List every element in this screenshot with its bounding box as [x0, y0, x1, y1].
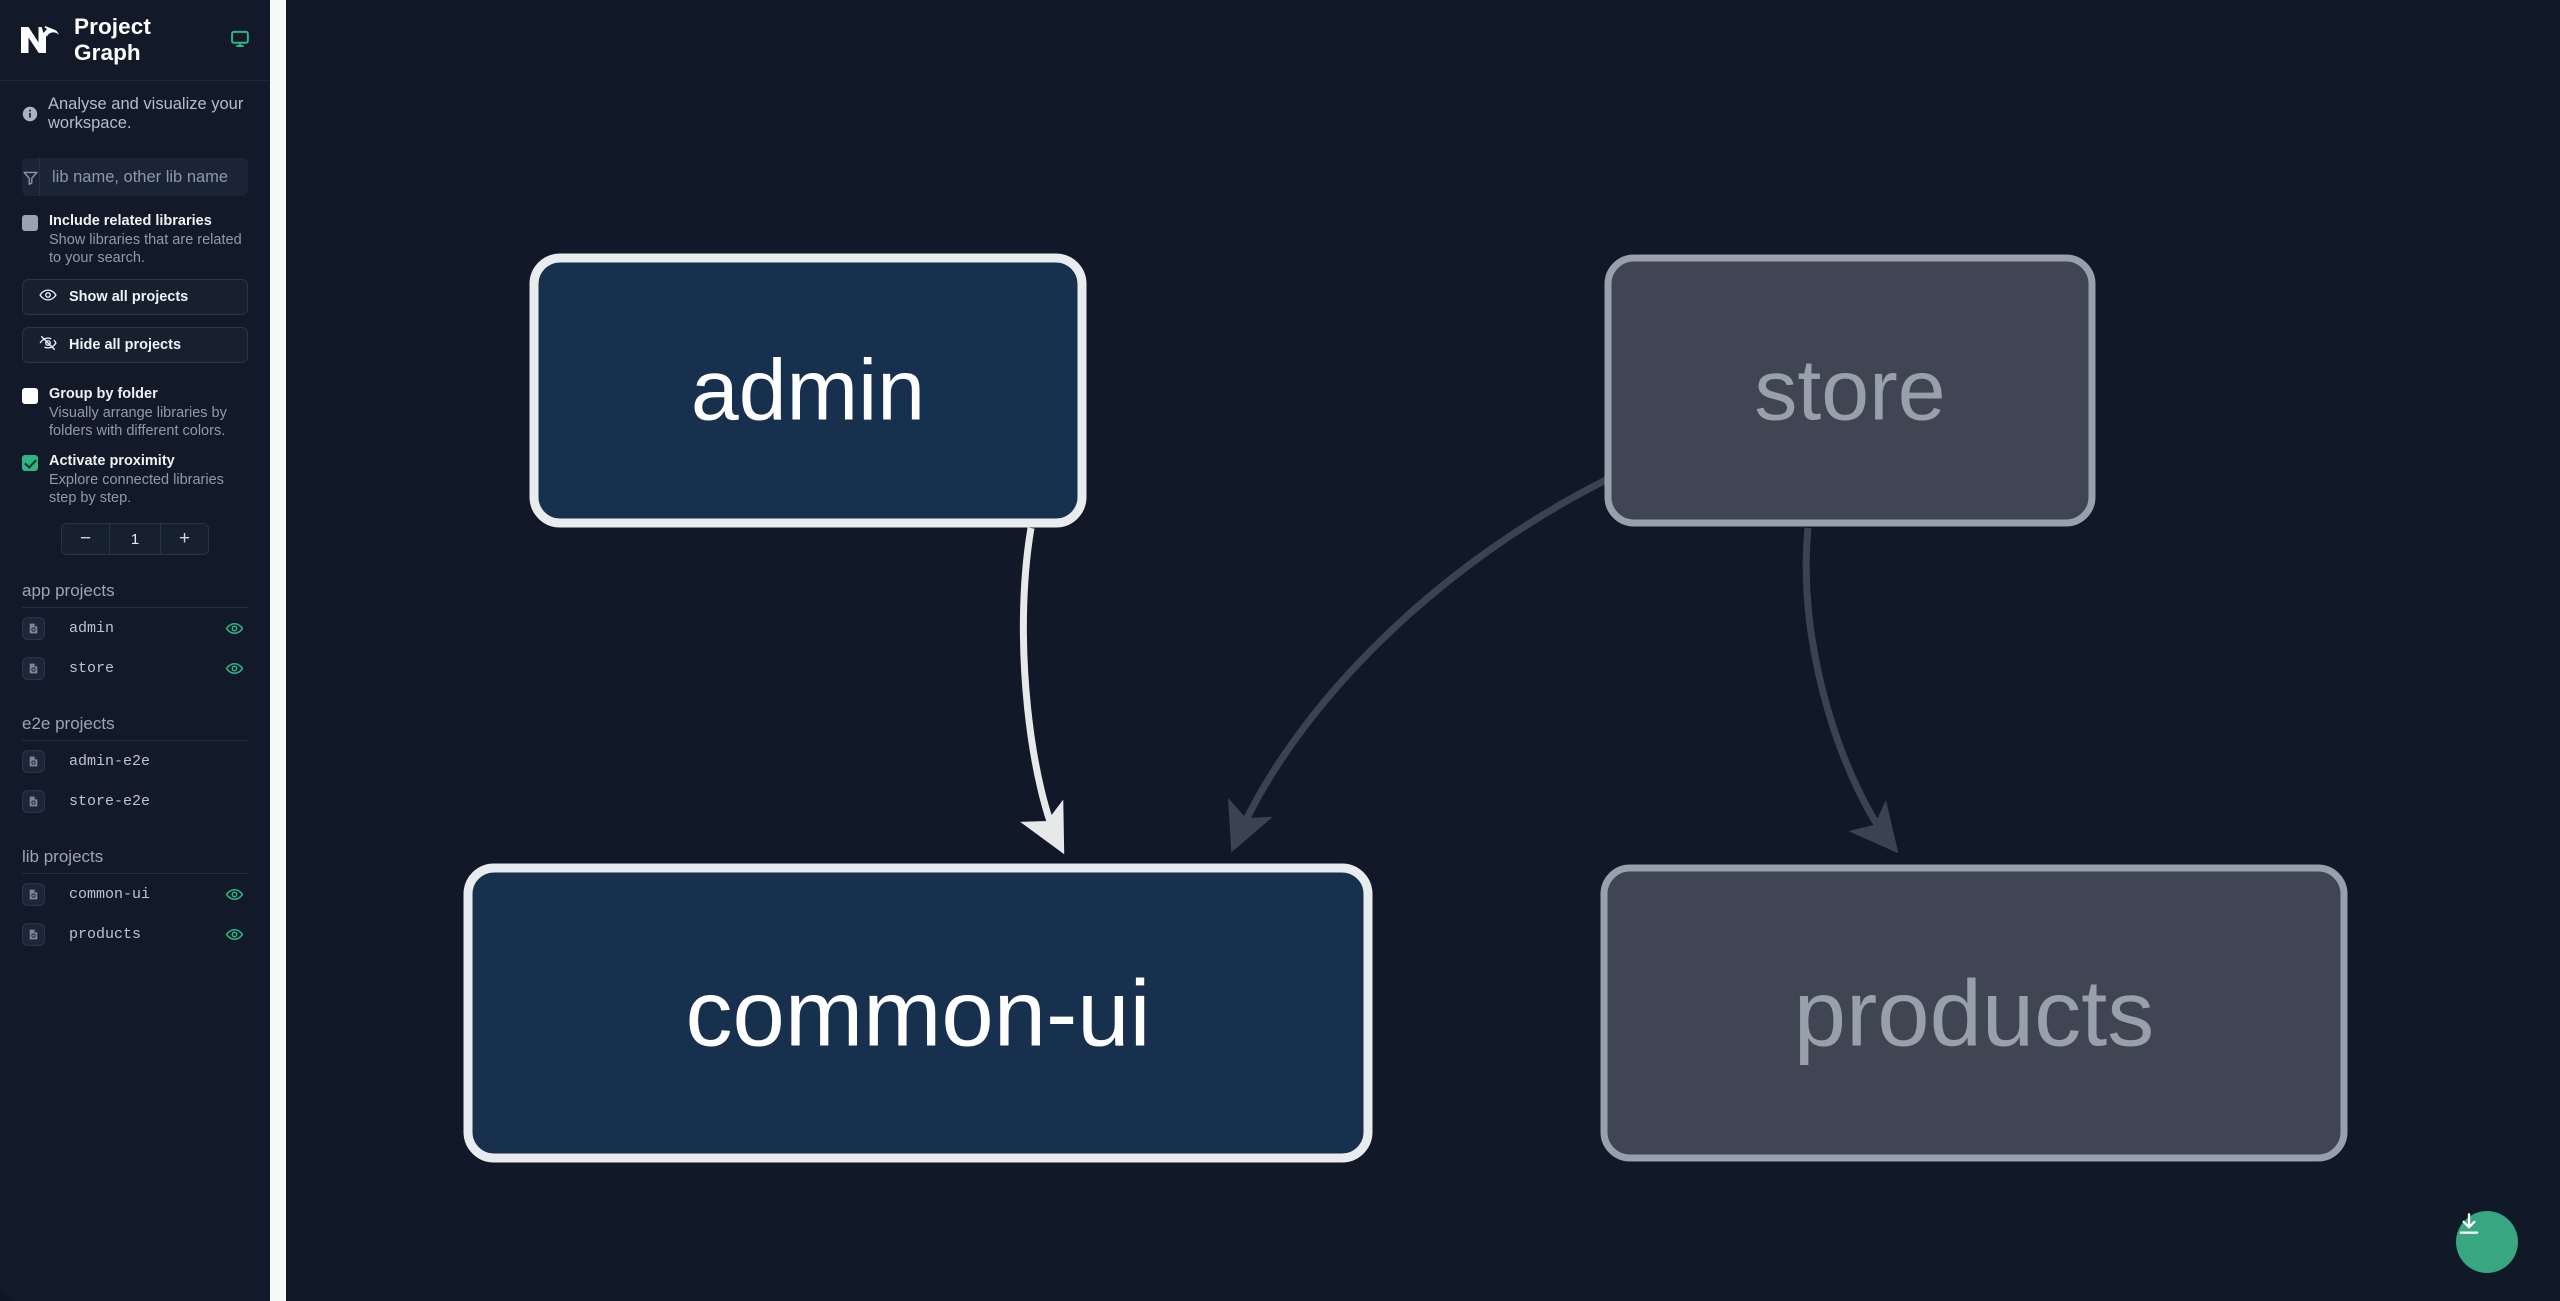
nx-project-icon — [22, 922, 45, 946]
eye-visible-icon[interactable] — [225, 659, 244, 678]
divider — [22, 873, 248, 874]
project-row-admin[interactable]: admin — [22, 608, 248, 648]
eye-visible-icon[interactable] — [225, 925, 244, 944]
project-group-lib-projects: lib projects common-ui products — [22, 847, 248, 954]
nx-project-icon — [22, 789, 45, 813]
show-all-projects-label: Show all projects — [69, 289, 189, 305]
graph-nodes: admin store common-ui products — [463, 253, 2348, 1163]
node-box[interactable] — [1604, 254, 2096, 527]
activate-proximity-description: Explore connected libraries step by step… — [49, 472, 224, 506]
project-label: products — [69, 925, 142, 943]
search-input[interactable] — [40, 158, 248, 196]
proximity-decrement-button[interactable]: − — [62, 524, 110, 554]
node-label: products — [1794, 961, 2155, 1066]
project-row-products[interactable]: products — [22, 914, 248, 954]
nx-logo-icon — [20, 23, 60, 57]
activate-proximity-option[interactable]: Activate proximity Explore connected lib… — [22, 452, 248, 507]
activate-proximity-checkbox[interactable] — [22, 455, 38, 471]
edge-admin-to-common-ui — [1019, 527, 1065, 855]
group-by-folder-description: Visually arrange libraries by folders wi… — [49, 405, 227, 439]
eye-visible-icon[interactable] — [225, 885, 244, 904]
graph-node-store[interactable]: store — [1604, 254, 2096, 527]
search-field[interactable] — [22, 158, 248, 196]
project-group-title: app projects — [22, 581, 115, 600]
divider — [22, 740, 248, 741]
graph-svg: admin store common-ui products — [463, 253, 2348, 1163]
graph-node-products[interactable]: products — [1600, 864, 2348, 1162]
project-label: admin-e2e — [69, 752, 151, 770]
graph-edges — [1019, 476, 1899, 855]
sidebar: Project Graph Analyse and visualize your… — [0, 0, 270, 1301]
hide-all-projects-label: Hide all projects — [69, 337, 182, 353]
info-icon — [22, 106, 38, 122]
edge-store-to-common-ui — [1228, 476, 1608, 853]
project-label: common-ui — [69, 885, 151, 903]
project-row-store-e2e[interactable]: store-e2e — [22, 781, 248, 821]
project-row-store[interactable]: store — [22, 648, 248, 688]
tagline-text: Analyse and visualize your workspace. — [48, 95, 244, 132]
node-box[interactable] — [529, 253, 1087, 528]
graph-node-common-ui[interactable]: common-ui — [463, 863, 1373, 1163]
include-related-libraries-checkbox[interactable] — [22, 215, 38, 231]
filter-funnel-icon — [22, 158, 40, 196]
edge-store-to-products — [1802, 527, 1899, 854]
proximity-value: 1 — [110, 524, 160, 554]
group-by-folder-checkbox[interactable] — [22, 388, 38, 404]
proximity-increment-button[interactable]: + — [160, 524, 208, 554]
include-related-libraries-description: Show libraries that are related to your … — [49, 232, 242, 266]
project-label: store — [69, 659, 115, 677]
sidebar-header: Project Graph — [0, 0, 270, 81]
project-group-title: lib projects — [22, 847, 104, 866]
node-label: common-ui — [686, 961, 1151, 1066]
group-by-folder-option[interactable]: Group by folder Visually arrange librari… — [22, 385, 248, 440]
project-row-common-ui[interactable]: common-ui — [22, 874, 248, 914]
project-row-admin-e2e[interactable]: admin-e2e — [22, 741, 248, 781]
nx-project-icon — [22, 749, 45, 773]
project-group-e2e-projects: e2e projects admin-e2e store-e2e — [22, 714, 248, 821]
nx-project-icon — [22, 616, 45, 640]
project-label: admin — [69, 619, 115, 637]
nx-project-icon — [22, 656, 45, 680]
sidebar-divider — [270, 0, 286, 1301]
nx-project-icon — [22, 882, 45, 906]
node-label: store — [1754, 343, 1945, 439]
graph-node-admin[interactable]: admin — [529, 253, 1087, 528]
activate-proximity-label: Activate proximity — [49, 453, 175, 469]
include-related-libraries-label: Include related libraries — [49, 213, 212, 229]
node-box[interactable] — [463, 863, 1373, 1163]
project-groups: app projects admin store e2e projects admin-… — [22, 581, 248, 954]
project-group-app-projects: app projects admin store — [22, 581, 248, 688]
page-title: Project Graph — [74, 14, 151, 65]
graph-canvas[interactable]: admin store common-ui products — [286, 0, 2560, 1301]
proximity-stepper: − 1 + — [22, 523, 248, 555]
eye-off-icon — [39, 334, 57, 356]
group-by-folder-label: Group by folder — [49, 386, 158, 402]
divider — [22, 607, 248, 608]
sidebar-body: Include related libraries Show libraries… — [0, 133, 270, 954]
hide-all-projects-button[interactable]: Hide all projects — [22, 327, 248, 363]
monitor-icon[interactable] — [230, 29, 250, 51]
eye-icon — [39, 286, 57, 308]
node-label: admin — [691, 343, 925, 439]
project-label: store-e2e — [69, 792, 151, 810]
project-group-title: e2e projects — [22, 714, 115, 733]
eye-visible-icon[interactable] — [225, 619, 244, 638]
show-all-projects-button[interactable]: Show all projects — [22, 279, 248, 315]
node-box[interactable] — [1600, 864, 2348, 1162]
download-graph-button[interactable] — [2456, 1211, 2518, 1273]
tagline-row: Analyse and visualize your workspace. — [0, 81, 270, 133]
include-related-libraries-option[interactable]: Include related libraries Show libraries… — [22, 212, 248, 267]
